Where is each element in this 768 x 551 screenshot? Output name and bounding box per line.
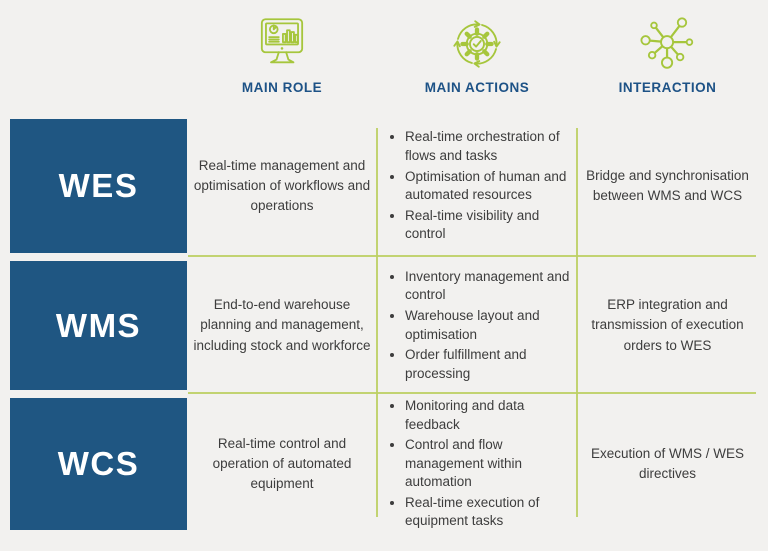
column-header-interaction: INTERACTION [577, 8, 758, 96]
action-item: Optimisation of human and automated reso… [405, 168, 577, 205]
main-role-cell: End-to-end warehouse planning and manage… [193, 297, 371, 353]
main-role-cell: Real-time management and optimisation of… [193, 157, 371, 214]
monitor-chart-icon [249, 8, 315, 80]
main-actions-list: Inventory management and controlWarehous… [389, 265, 577, 385]
table-row: WES Real-time management and optimisatio… [0, 119, 768, 253]
system-label-block: WCS [10, 398, 187, 530]
action-item: Inventory management and control [405, 268, 577, 305]
system-label-block: WES [10, 119, 187, 253]
main-actions-list: Real-time orchestration of flows and tas… [389, 126, 577, 246]
system-label-block: WMS [10, 261, 187, 390]
gear-check-icon [446, 8, 508, 80]
main-actions-header-label: MAIN ACTIONS [424, 80, 530, 95]
interaction-cell: Bridge and synchronisation between WMS a… [586, 167, 749, 203]
main-actions-cell: Real-time orchestration of flows and tas… [377, 119, 577, 253]
system-label: WES [58, 167, 139, 204]
main-actions-cell: Monitoring and data feedbackControl and … [377, 398, 577, 530]
action-item: Monitoring and data feedback [405, 397, 577, 434]
interaction-cell: Execution of WMS / WES directives [590, 445, 745, 481]
action-item: Warehouse layout and optimisation [405, 307, 577, 344]
action-item: Real-time execution of equipment tasks [405, 494, 577, 531]
main-actions-list: Monitoring and data feedbackControl and … [389, 395, 577, 534]
main-actions-cell: Inventory management and controlWarehous… [377, 261, 577, 390]
column-header-main-role: MAIN ROLE [187, 8, 377, 96]
action-item: Real-time visibility and control [405, 207, 577, 244]
table-row: WCS Real-time control and operation of a… [0, 398, 768, 530]
action-item: Real-time orchestration of flows and tas… [405, 128, 577, 165]
main-role-header-label: MAIN ROLE [241, 80, 323, 95]
row-divider [188, 392, 756, 394]
table-row: WMS End-to-end warehouse planning and ma… [0, 261, 768, 390]
row-divider [188, 255, 756, 257]
column-header-main-actions: MAIN ACTIONS [377, 8, 577, 96]
main-role-cell: Real-time control and operation of autom… [212, 435, 352, 492]
action-item: Order fulfillment and processing [405, 346, 577, 383]
interaction-header-label: INTERACTION [618, 80, 717, 95]
column-divider [576, 128, 578, 517]
system-label: WMS [55, 306, 142, 344]
column-divider [376, 128, 378, 517]
network-hub-icon [636, 8, 700, 80]
interaction-cell: ERP integration and transmission of exec… [591, 297, 744, 353]
system-label: WCS [57, 445, 140, 482]
action-item: Control and flow management within autom… [405, 436, 577, 491]
table-rows: WES Real-time management and optimisatio… [0, 119, 768, 530]
